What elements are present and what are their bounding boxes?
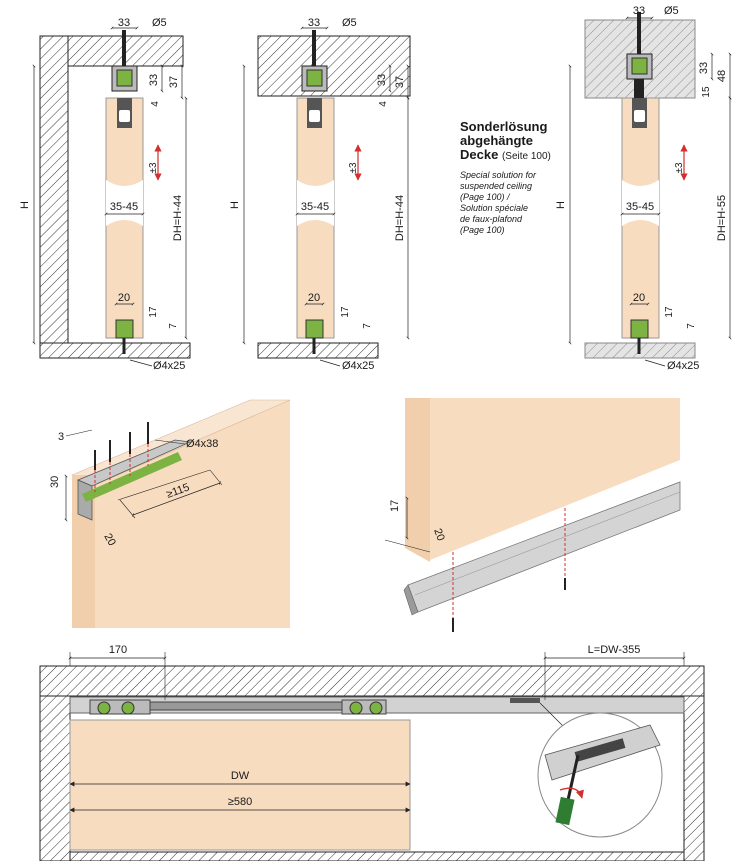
- dim-width: 33: [633, 5, 645, 17]
- dim-floor-screw: Ø4x25: [342, 360, 374, 372]
- roller-green: [306, 69, 323, 87]
- note-en-line1: Special solution for: [460, 170, 537, 180]
- dim-rail-h: 33: [148, 74, 160, 86]
- dim-screw: Ø5: [664, 5, 679, 17]
- note-title-line3: Decke: [460, 147, 499, 162]
- rotate-arrow: [559, 787, 584, 799]
- dim-17: 17: [389, 500, 401, 512]
- wall-right: [683, 695, 705, 861]
- note-fr-line1: Solution spéciale: [460, 203, 529, 213]
- dim-gap: 4: [378, 101, 389, 107]
- roller-green: [631, 57, 648, 75]
- section-view-2: 33 Ø5 33 37 4 H DH=H-44 ±3 35-45 20 17 7…: [229, 17, 411, 372]
- dim-height: H: [555, 201, 567, 209]
- damper-mechanism: [149, 701, 351, 711]
- note-en-line3: (Page 100) /: [460, 192, 510, 202]
- dim-guide-w: 20: [308, 292, 320, 304]
- dim-screw: Ø5: [152, 17, 167, 29]
- dim-total: 37: [168, 76, 180, 88]
- floor-guide: [305, 319, 324, 339]
- dim-20: 20: [431, 527, 446, 543]
- dim-guide-bottom: 7: [362, 323, 373, 329]
- dim-door-height: DH=H-55: [716, 195, 728, 241]
- dim-height-iso: 30: [49, 476, 61, 488]
- note-en-line2: suspended ceiling: [460, 181, 533, 191]
- dim-guide-bottom: 7: [686, 323, 697, 329]
- dim-floor-screw: Ø4x25: [153, 360, 185, 372]
- dim-170: 170: [109, 644, 127, 656]
- dim-rail-h: 33: [376, 74, 388, 86]
- dim-total: 48: [716, 70, 728, 82]
- dim-thickness: 35-45: [110, 201, 138, 213]
- dim-gap: 15: [701, 86, 712, 98]
- screwdriver-handle: [555, 796, 575, 826]
- dim-L: L=DW-355: [588, 644, 641, 656]
- iso-view-floor-guide: 17 20: [384, 398, 681, 632]
- dim-gap: 4: [150, 101, 161, 107]
- door-edge: [405, 398, 430, 562]
- section-view-1: 33 Ø5 33 37 4 H DH=H-44 ±3 35-45 20 17 7…: [19, 17, 191, 372]
- spacer: [634, 79, 644, 98]
- dim-DW: DW: [231, 770, 250, 782]
- plan-view: 170 L=DW-355 DW ≥580: [39, 644, 705, 861]
- door-panel-plan: [69, 719, 411, 851]
- dim-total: 37: [394, 76, 406, 88]
- note-title-line2: abgehängte: [460, 133, 533, 148]
- door-face: [430, 398, 680, 560]
- note-fr-line2: de faux-plafond: [460, 214, 523, 224]
- dim-guide-w: 20: [118, 292, 130, 304]
- ceiling-strip: [39, 665, 705, 697]
- dim-580: ≥580: [228, 796, 252, 808]
- floor-strip: [69, 851, 685, 861]
- dim-thickness: 35-45: [626, 201, 654, 213]
- dim-depth: 3: [58, 431, 64, 443]
- screwdriver-shaft: [566, 754, 580, 801]
- dim-guide-h: 17: [148, 306, 159, 318]
- section-view-3: 33 Ø5 33 48 15 H DH=H-55 ±3 35-45 20 17 …: [555, 5, 732, 372]
- dim-guide-bottom: 7: [168, 323, 179, 329]
- dim-screw-iso: Ø4x38: [186, 438, 218, 450]
- floor: [39, 342, 191, 359]
- wall-left: [39, 35, 69, 359]
- note-fr-line3: (Page 100): [460, 225, 505, 235]
- dim-rail-h: 33: [698, 62, 710, 74]
- floor: [257, 342, 379, 359]
- dim-adjust: ±3: [674, 162, 685, 173]
- dim-height: H: [229, 201, 241, 209]
- hanger-label: [634, 110, 645, 122]
- stopper: [510, 698, 540, 703]
- dim-width: 33: [118, 17, 130, 29]
- hanger-label: [119, 110, 130, 122]
- ceiling-block: [257, 35, 411, 97]
- note-title-line1: Sonderlösung: [460, 119, 548, 134]
- floor-guide: [115, 319, 134, 339]
- dim-floor-screw: Ø4x25: [667, 360, 699, 372]
- dim-screw: Ø5: [342, 17, 357, 29]
- dim-thickness: 35-45: [301, 201, 329, 213]
- roller-green: [116, 69, 133, 87]
- suspended-ceiling-note: Sonderlösung abgehängte Decke (Seite 100…: [460, 120, 580, 236]
- dim-guide-h: 17: [664, 306, 675, 318]
- dim-adjust: ±3: [148, 162, 159, 173]
- dim-door-height: DH=H-44: [394, 195, 406, 241]
- iso-view-rail-mounting: ≥115 Ø4x38 3 30 20: [49, 399, 291, 628]
- dim-adjust: ±3: [348, 162, 359, 173]
- dim-width: 33: [308, 17, 320, 29]
- floor-guide: [630, 319, 649, 339]
- dim-height: H: [19, 201, 31, 209]
- note-page-ref: (Seite 100): [501, 151, 551, 162]
- rail-green-insert: [82, 452, 182, 502]
- wall-left: [39, 695, 71, 861]
- dim-guide-w: 20: [633, 292, 645, 304]
- hanger-label: [309, 110, 320, 122]
- dim-width-iso: 20: [101, 532, 118, 549]
- dim-door-height: DH=H-44: [172, 195, 184, 241]
- detail-stopper: [574, 738, 626, 762]
- dim-guide-h: 17: [340, 306, 351, 318]
